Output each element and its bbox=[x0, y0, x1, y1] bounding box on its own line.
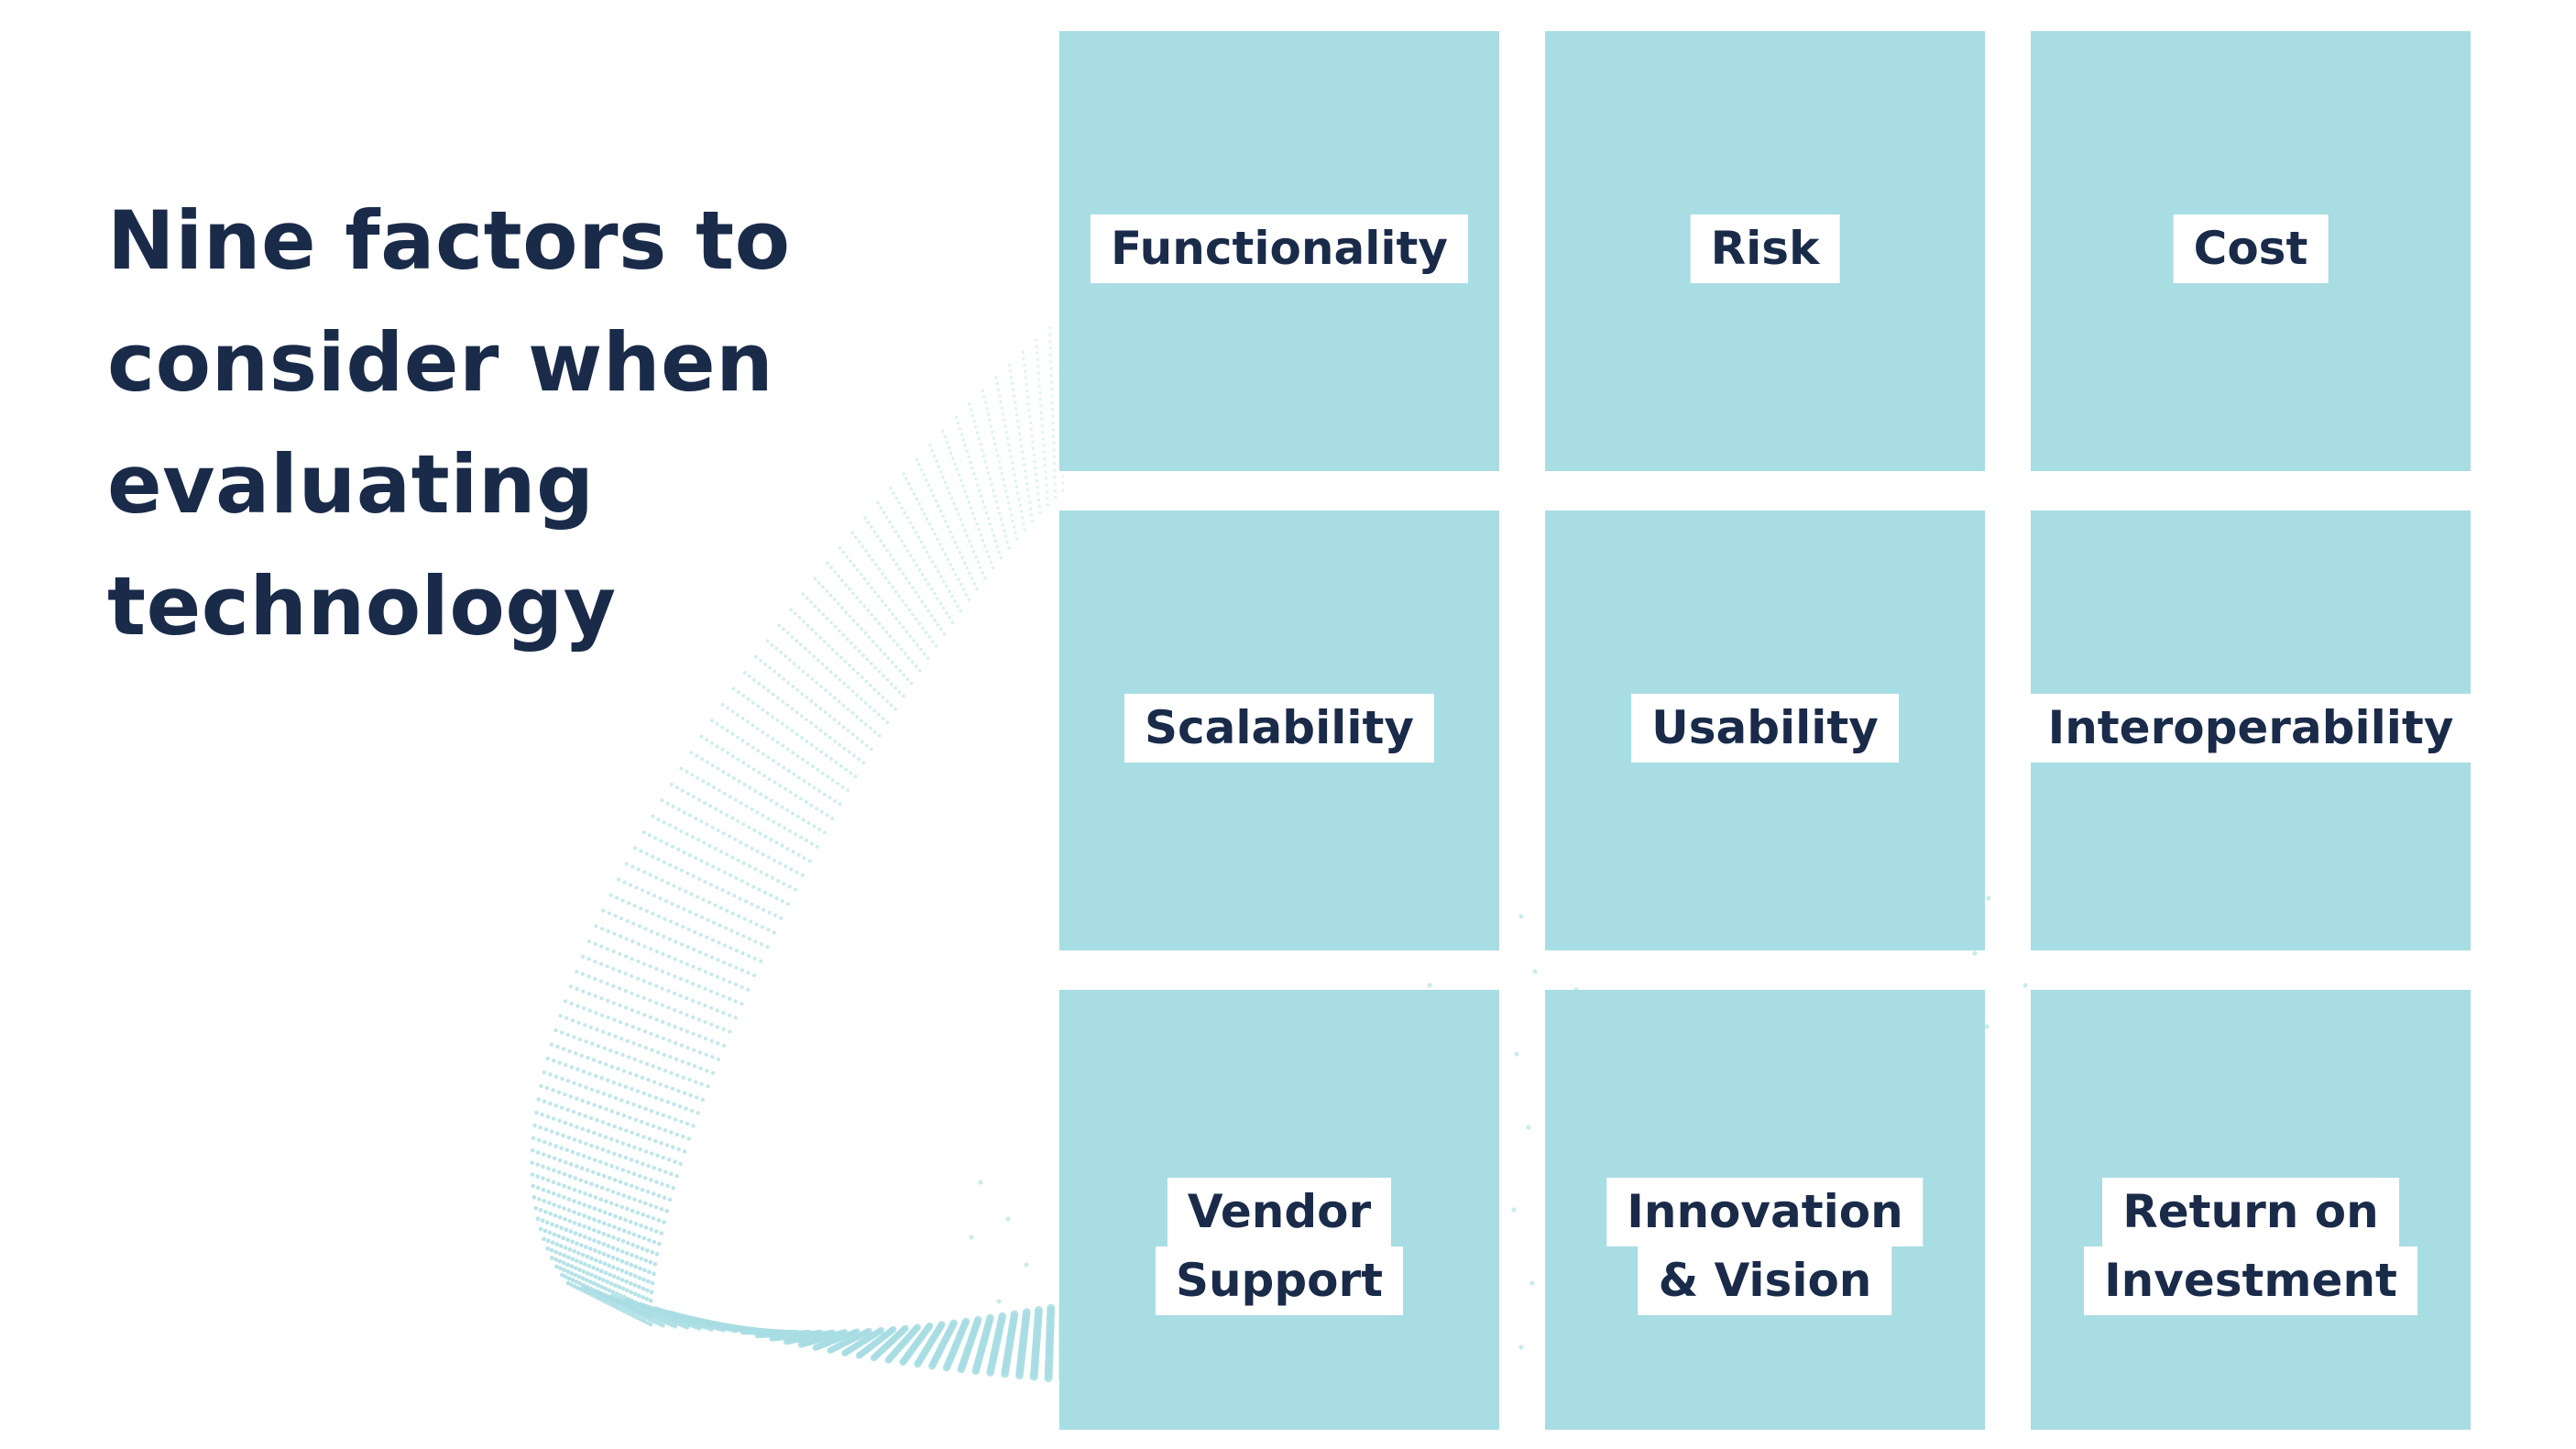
factor-label-text: Scalability bbox=[1124, 694, 1434, 763]
factor-label-text: Functionality bbox=[1091, 214, 1468, 283]
factor-label: Return on Investment bbox=[2084, 1178, 2417, 1315]
wave-dots bbox=[530, 314, 2065, 1384]
factor-label: Innovation & Vision bbox=[1606, 1178, 1924, 1315]
factor-tile-scalability: Scalability bbox=[1059, 510, 1499, 950]
factor-tile-functionality: Functionality bbox=[1059, 31, 1499, 471]
factor-label-text: Risk bbox=[1690, 214, 1840, 283]
factor-label: Interoperability bbox=[2027, 694, 2474, 763]
factor-label: Usability bbox=[1631, 694, 1899, 763]
factor-tile-innovation-vision: Innovation & Vision bbox=[1545, 990, 1985, 1430]
factor-label-line-2: Support bbox=[1155, 1246, 1404, 1315]
factor-label: Functionality bbox=[1091, 214, 1468, 283]
factor-label: Scalability bbox=[1124, 694, 1434, 763]
factor-grid: Functionality Risk Cost Scalability Usab… bbox=[1059, 31, 2474, 1430]
factor-label-line-1: Innovation bbox=[1606, 1178, 1924, 1246]
factor-tile-interoperability: Interoperability bbox=[2027, 510, 2474, 950]
factor-tile-risk: Risk bbox=[1545, 31, 1985, 471]
factor-label: Cost bbox=[2173, 214, 2329, 283]
factor-tile-cost: Cost bbox=[2031, 31, 2471, 471]
title-line-3: evaluating bbox=[107, 437, 595, 532]
factor-label-text: Interoperability bbox=[2027, 694, 2474, 763]
factor-label-text: Usability bbox=[1631, 694, 1899, 763]
factor-label-line-2: & Vision bbox=[1638, 1246, 1892, 1315]
title-line-4: technology bbox=[107, 559, 617, 653]
title-line-2: consider when bbox=[107, 315, 774, 410]
factor-label-text: Cost bbox=[2173, 214, 2329, 283]
factor-label-line-1: Vendor bbox=[1167, 1178, 1392, 1246]
factor-tile-usability: Usability bbox=[1545, 510, 1985, 950]
factor-label-line-2: Investment bbox=[2084, 1246, 2417, 1315]
factor-tile-vendor-support: Vendor Support bbox=[1059, 990, 1499, 1430]
factor-label: Risk bbox=[1690, 214, 1840, 283]
title-line-1: Nine factors to bbox=[107, 193, 791, 288]
factor-label: Vendor Support bbox=[1155, 1178, 1404, 1315]
factor-tile-return-on-investment: Return on Investment bbox=[2031, 990, 2471, 1430]
page-title: Nine factors to consider when evaluating… bbox=[107, 180, 932, 667]
factor-label-line-1: Return on bbox=[2102, 1178, 2399, 1246]
